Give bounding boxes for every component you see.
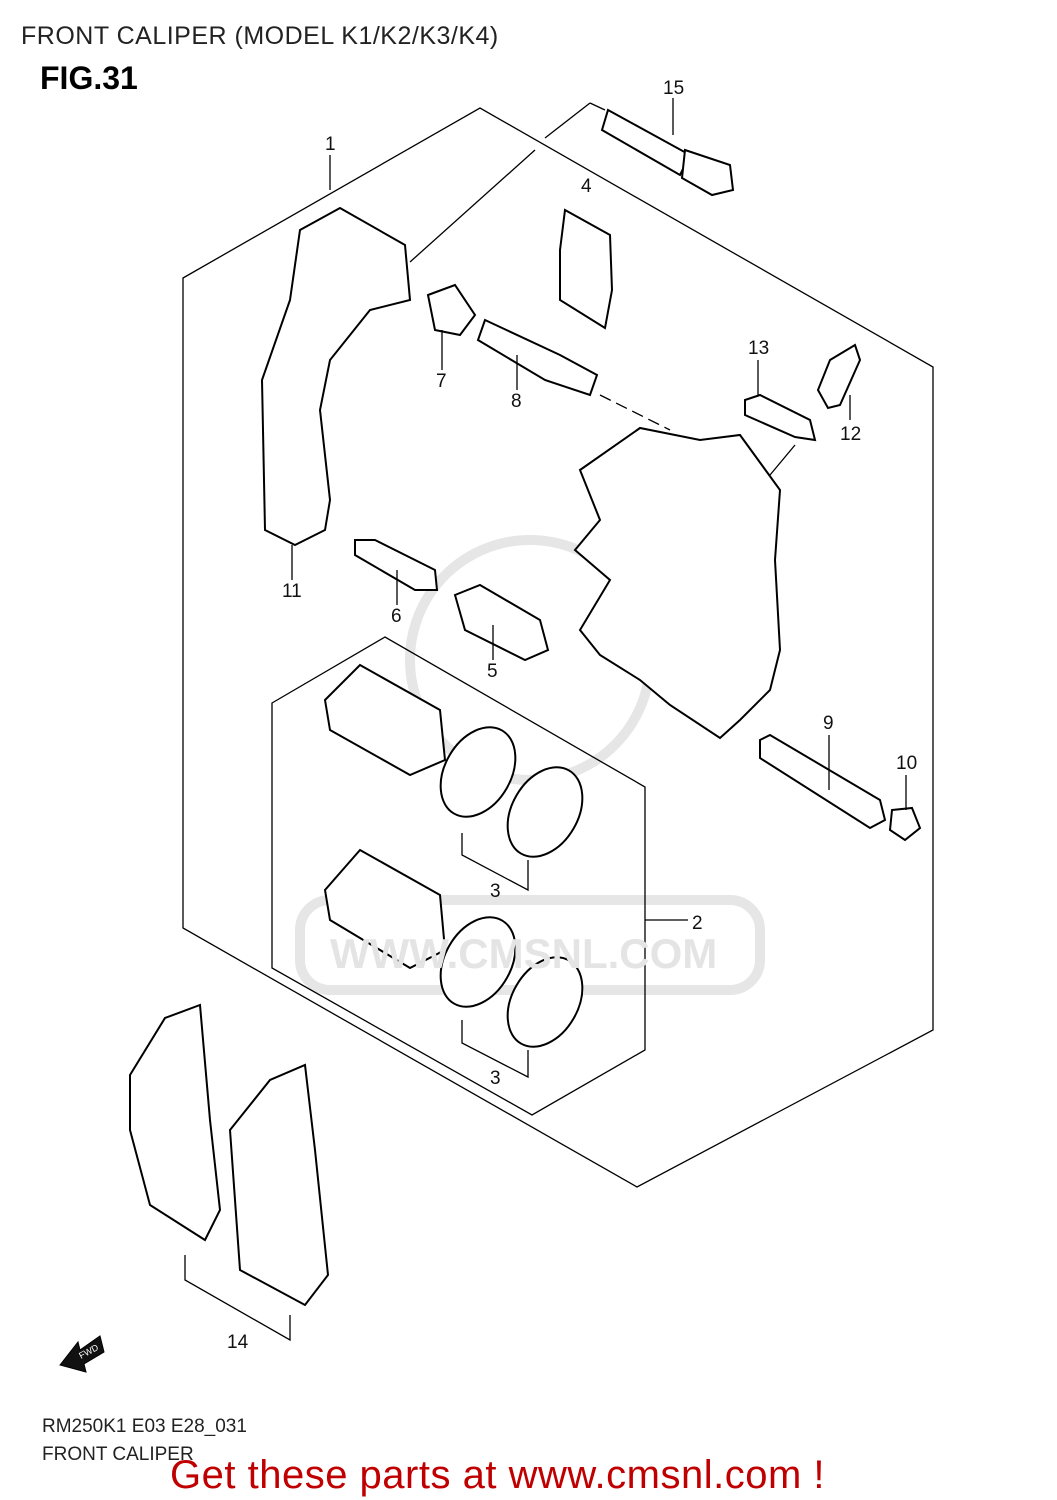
part-pin-6[interactable] — [354, 539, 439, 591]
diagram-code: RM250K1 E03 E28_031 — [42, 1416, 247, 1437]
part-bolt-15[interactable] — [544, 102, 735, 197]
diagram-title: FRONT CALIPER (MODEL K1/K2/K3/K4) — [21, 22, 499, 50]
part-piston-5[interactable] — [453, 583, 550, 662]
part-seals-3[interactable] — [425, 714, 597, 1079]
callout-5: 5 — [487, 661, 498, 682]
callout-4: 4 — [581, 176, 592, 197]
callout-13: 13 — [748, 338, 769, 359]
callout-10: 10 — [896, 753, 917, 774]
callout-12: 12 — [840, 424, 861, 445]
promo-link[interactable]: Get these parts at www.cmsnl.com ! — [170, 1453, 825, 1497]
callout-14: 14 — [227, 1332, 249, 1353]
part-pin-8[interactable] — [476, 318, 599, 397]
part-boot-7[interactable] — [426, 283, 477, 337]
part-pin-9[interactable] — [759, 733, 887, 830]
part-pistons[interactable] — [323, 663, 447, 970]
assembly-outline — [182, 107, 934, 1188]
callout-6: 6 — [391, 606, 402, 627]
part-plug-10[interactable] — [888, 806, 922, 842]
part-pad-spring-4[interactable] — [559, 208, 614, 330]
figure-number: FIG.31 — [40, 60, 138, 96]
part-cap-13[interactable] — [744, 393, 817, 442]
callout-15: 15 — [663, 78, 684, 99]
part-brake-pads-14[interactable] — [129, 1003, 330, 1342]
callout-3-upper: 3 — [490, 881, 501, 902]
callout-9: 9 — [823, 713, 834, 734]
piston-kit-outline — [271, 636, 646, 1116]
callout-2: 2 — [692, 913, 703, 934]
part-bracket-1[interactable] — [260, 206, 412, 547]
callout-3-lower: 3 — [490, 1068, 501, 1089]
part-bleeder-12[interactable] — [816, 343, 862, 410]
fwd-arrow-icon: FWD — [59, 1335, 105, 1373]
diagram-name: FRONT CALIPER — [42, 1444, 194, 1465]
callout-1: 1 — [325, 134, 336, 155]
callout-11: 11 — [282, 581, 302, 602]
part-caliper-body[interactable] — [573, 426, 782, 740]
callout-8: 8 — [511, 391, 522, 412]
callout-7: 7 — [436, 371, 447, 392]
